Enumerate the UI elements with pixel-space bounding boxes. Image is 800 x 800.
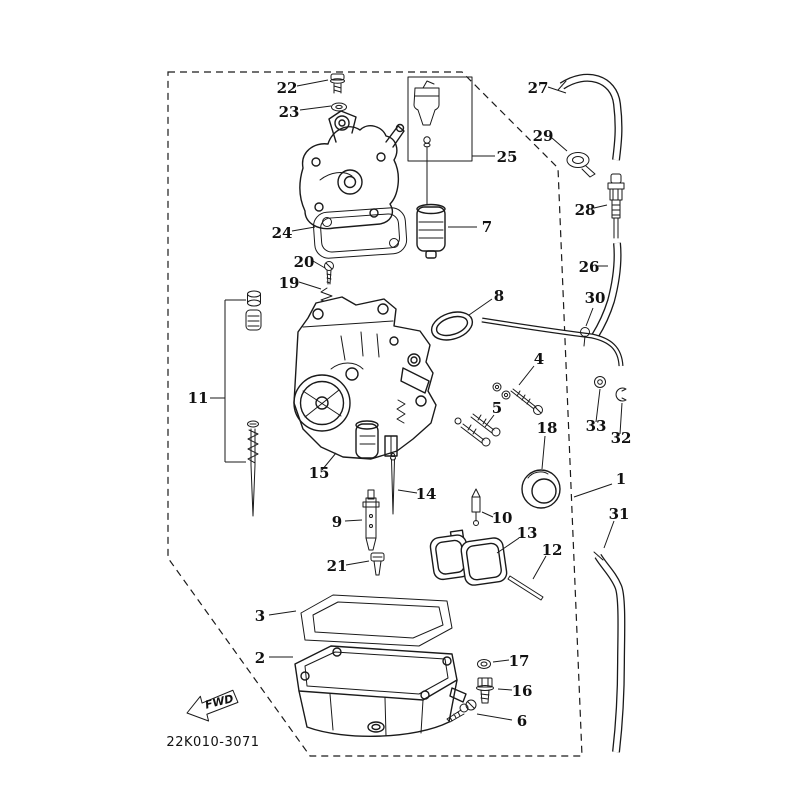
fwd-arrow-label: FWD	[204, 692, 235, 712]
part-21-jet	[370, 552, 385, 576]
part-label-26: 26	[579, 258, 600, 276]
part-9-nozzle	[362, 489, 380, 551]
assembly-boundary-dashed	[167, 71, 583, 757]
part-label-11: 11	[188, 389, 209, 407]
part-2-float-bowl	[294, 645, 467, 737]
part-label-27: 27	[528, 79, 549, 97]
part-29-clamp	[566, 152, 596, 178]
part-label-19: 19	[279, 274, 300, 292]
part-label-7: 7	[482, 218, 492, 236]
part-30-fitting	[580, 327, 590, 347]
part-24-gasket	[313, 207, 408, 259]
part-4-screw-set	[492, 382, 543, 415]
part-label-17: 17	[509, 652, 530, 670]
part-11-pilot-screw-group	[245, 290, 262, 517]
part-label-2: 2	[255, 649, 265, 667]
part-3-bowl-gasket	[300, 594, 453, 647]
part-28-joint	[607, 173, 625, 239]
part-26-pipe	[591, 242, 622, 339]
part-27-hose	[557, 73, 623, 161]
part-14-jet-needle	[390, 453, 396, 515]
part-label-18: 18	[537, 419, 558, 437]
part-label-30: 30	[585, 289, 606, 307]
part-18-cap	[521, 469, 561, 509]
part-32-clip	[615, 387, 627, 402]
part-17-washer	[477, 659, 491, 669]
part-label-6: 6	[517, 712, 527, 730]
part-23-washer	[331, 102, 347, 112]
part-label-15: 15	[309, 464, 330, 482]
part-31-hose	[593, 551, 626, 753]
part-label-32: 32	[611, 429, 632, 447]
part-label-22: 22	[277, 79, 298, 97]
part-label-16: 16	[512, 682, 533, 700]
part-8-oring	[430, 311, 474, 341]
part-16-drain-bolt	[476, 677, 494, 704]
part-10-needle-valve	[471, 488, 481, 526]
part-label-4: 4	[534, 350, 544, 368]
leader-lines	[210, 79, 623, 721]
part-top-cover	[299, 110, 405, 230]
part-label-1: 1	[616, 470, 626, 488]
part-22-screw	[330, 73, 345, 94]
part-25-throttle-valve-set	[407, 76, 473, 206]
part-label-5: 5	[492, 399, 502, 417]
part-7-plunger	[416, 203, 446, 259]
part-label-29: 29	[533, 127, 554, 145]
part-20-screw	[324, 261, 334, 285]
part-12-float-pin	[507, 575, 544, 601]
part-5-screw-set	[454, 413, 501, 447]
part-label-33: 33	[586, 417, 607, 435]
part-label-14: 14	[416, 485, 437, 503]
carburetor-body	[293, 296, 437, 460]
part-label-12: 12	[542, 541, 563, 559]
part-label-28: 28	[575, 201, 596, 219]
part-label-8: 8	[494, 287, 504, 305]
part-label-21: 21	[327, 557, 348, 575]
part-label-3: 3	[255, 607, 265, 625]
part-6-screw	[446, 699, 477, 723]
part-label-13: 13	[517, 524, 538, 542]
part-label-31: 31	[609, 505, 630, 523]
part-label-24: 24	[272, 224, 293, 242]
part-13-float	[429, 529, 508, 586]
fwd-arrow: FWD	[186, 689, 239, 722]
drawing-number: 22K010-3071	[166, 735, 259, 750]
part-33-washer	[594, 376, 606, 388]
part-label-9: 9	[332, 513, 342, 531]
part-label-25: 25	[497, 148, 518, 166]
part-label-23: 23	[279, 103, 300, 121]
part-label-20: 20	[294, 253, 315, 271]
part-label-10: 10	[492, 509, 513, 527]
